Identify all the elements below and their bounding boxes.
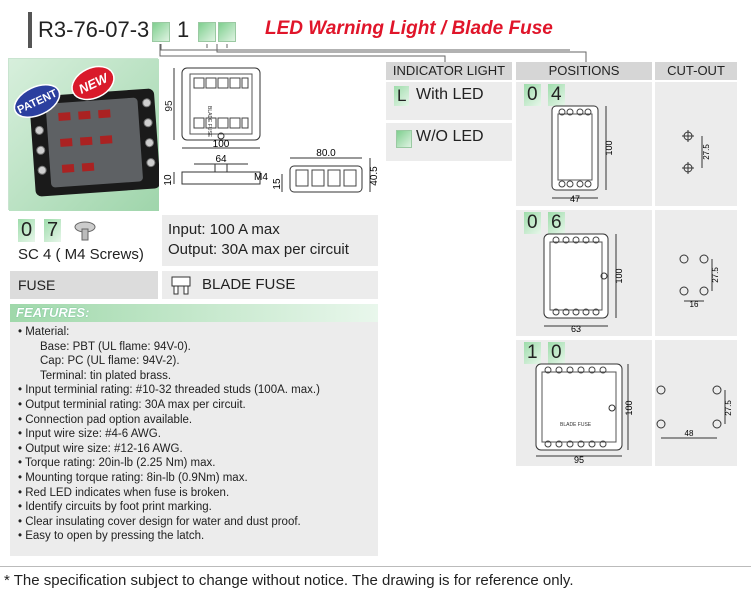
footer-note: * The specification subject to change wi… <box>4 572 574 589</box>
indicator-with-led-cell: L With LED <box>386 82 512 120</box>
stud-code-digit-1: 0 <box>18 219 36 242</box>
fuse-type-cell: BLADE FUSE <box>162 271 378 299</box>
feature-item: • Output wire size: #12-16 AWG. <box>18 442 183 455</box>
stud-size-panel: 0 7 SC 4 ( M4 Screws) <box>10 215 158 268</box>
led-code: L <box>394 86 410 106</box>
features-list: • Material: Base: PBT (UL flame: 94V-0).… <box>18 325 320 544</box>
option-box-indicator <box>152 22 170 42</box>
fuse-type: BLADE FUSE <box>202 276 296 293</box>
wo-led-label: W/O LED <box>416 128 484 145</box>
header-positions-text: POSITIONS <box>548 63 620 78</box>
drawing-04: 47 100 <box>551 105 614 204</box>
cut-dim-10: 27.5 <box>724 400 733 416</box>
features-panel <box>10 322 378 556</box>
screw-icon <box>74 221 96 241</box>
dimension-drawing: BLADE FUSE 95 100 64 10 M4 80.0 15 40.5 <box>163 67 380 193</box>
blade-fuse-icon <box>171 276 191 295</box>
drawing-10-label: BLADE FUSE <box>560 422 592 428</box>
header-positions: POSITIONS <box>516 62 652 80</box>
feature-item: • Input wire size: #4-6 AWG. <box>18 428 161 441</box>
cut-dim2-06: 16 <box>690 300 699 309</box>
option-box-position-1 <box>198 22 216 42</box>
feature-item: Cap: PC (UL flame: 94V-2). <box>40 355 180 368</box>
dim-95: 95 <box>164 100 175 112</box>
cutout-row-10 <box>655 340 737 466</box>
feature-item: • Easy to open by pressing the latch. <box>18 530 205 543</box>
option-box-position-2 <box>218 22 236 42</box>
feature-item: Terminal: tin plated brass. <box>40 369 172 382</box>
cutout-10: 27.5 48 <box>656 385 733 439</box>
fuse-label: FUSE <box>18 277 56 293</box>
feature-item: • Mounting torque rating: 8in-lb (0.9Nm)… <box>18 471 248 484</box>
wo-led-box <box>396 130 412 148</box>
feature-item: • Material: <box>18 326 70 338</box>
input-rating: Input: 100 A max <box>168 221 280 238</box>
drawing-label: BLADE FUSE <box>206 106 212 138</box>
dim-64: 64 <box>215 154 227 165</box>
dim-80: 80.0 <box>316 148 336 159</box>
dim-63: 63 <box>571 324 581 334</box>
feature-item: Base: PBT (UL flame: 94V-0). <box>40 340 191 353</box>
cutout-06: 27.5 16 <box>679 254 720 309</box>
feature-item: • Torque rating: 20in-lb (2.25 Nm) max. <box>18 457 216 470</box>
feature-item: • Output terminial rating: 30A max per c… <box>18 398 246 411</box>
feature-item: • Clear insulating cover design for wate… <box>18 515 301 528</box>
footer-rule <box>0 566 751 567</box>
dim-100: 100 <box>213 139 230 150</box>
stud-code-digit-2: 7 <box>44 219 62 242</box>
pos-10-digit-2: 0 <box>548 342 565 364</box>
indicator-without-led-cell: W/O LED <box>386 123 512 161</box>
dim-15: 15 <box>272 178 283 190</box>
feature-item: • Connection pad option available. <box>18 413 193 426</box>
pos-06-digit-1: 0 <box>524 212 541 234</box>
connector-lines <box>159 44 587 62</box>
cutout-row-06 <box>655 210 737 336</box>
dim-100-10: 100 <box>624 400 634 415</box>
header-indicator-light: INDICATOR LIGHT <box>386 62 512 80</box>
patent-badge-icon: PATENT <box>13 84 61 118</box>
fuse-block-photo: PATENT NEW <box>9 59 161 211</box>
cutout-04: 27.5 <box>682 130 711 174</box>
cut-dim-06: 27.5 <box>711 267 720 283</box>
feature-item: • Input terminial rating: #10-32 threade… <box>18 384 320 397</box>
fuse-label-cell: FUSE <box>10 271 158 299</box>
pos-04-digit-1: 0 <box>524 84 541 106</box>
drawing-10: BLADE FUSE 95 100 <box>535 363 634 465</box>
header-leader-lines <box>160 44 570 51</box>
header-bracket <box>28 12 32 48</box>
part-number: R3-76-07-3 <box>38 17 150 42</box>
feature-item: • Identify circuits by foot print markin… <box>18 501 212 514</box>
page-title: LED Warning Light / Blade Fuse <box>265 18 553 39</box>
part-digit: 1 <box>177 17 190 42</box>
cut-dim-04: 27.5 <box>702 144 711 160</box>
cut-dim2-10: 48 <box>685 429 694 438</box>
drawing-06: 63 100 <box>543 233 624 334</box>
cutout-row-04 <box>655 82 737 206</box>
stud-label: SC 4 ( M4 Screws) <box>18 246 144 263</box>
dim-95-10: 95 <box>574 455 584 465</box>
product-photo-panel: PATENT NEW <box>8 58 161 211</box>
dim-100-04: 100 <box>604 140 614 155</box>
led-label: With LED <box>416 86 484 103</box>
pos-04-digit-2: 4 <box>548 84 565 106</box>
header-bar: R3-76-07-3 1 LED Warning Light / Blade F… <box>10 8 600 51</box>
dim-40-5: 40.5 <box>369 166 380 186</box>
features-title: FEATURES: <box>16 305 90 320</box>
ratings-panel: Input: 100 A max Output: 30A max per cir… <box>162 215 378 266</box>
dim-100-06: 100 <box>614 268 624 283</box>
output-rating: Output: 30A max per circuit <box>168 241 349 258</box>
new-badge-icon: NEW <box>71 65 115 101</box>
header-indicator-text: INDICATOR LIGHT <box>392 63 506 78</box>
feature-item: • Red LED indicates when fuse is broken. <box>18 486 230 499</box>
header-cutout-text: CUT-OUT <box>667 63 725 78</box>
dim-47: 47 <box>570 194 580 204</box>
dim-10: 10 <box>163 174 174 186</box>
header-cutout: CUT-OUT <box>655 62 737 80</box>
pos-10-digit-1: 1 <box>524 342 541 364</box>
pos-06-digit-2: 6 <box>548 212 565 234</box>
features-header: FEATURES: <box>10 304 378 322</box>
dim-m4: M4 <box>254 172 268 183</box>
